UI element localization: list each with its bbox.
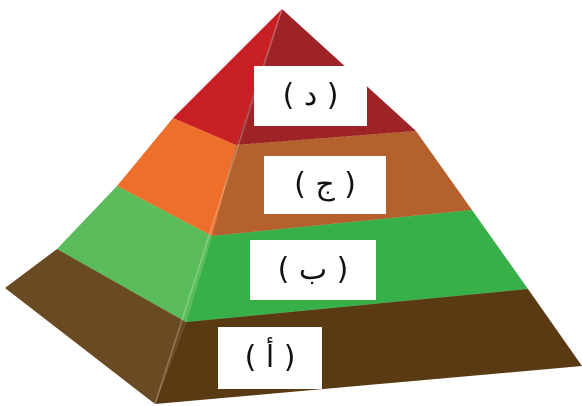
pyramid-level-d-left-face <box>173 9 282 145</box>
level-label-a: ( أ ) <box>218 327 322 389</box>
level-label-d: ( د ) <box>254 66 367 126</box>
pyramid-level-b-left-face <box>57 186 212 322</box>
pyramid-level-j-left-face <box>117 118 236 236</box>
level-label-j: ( ج ) <box>264 156 386 214</box>
pyramid-level-a-left-face <box>5 249 186 404</box>
level-label-b: ( ب ) <box>250 240 376 300</box>
